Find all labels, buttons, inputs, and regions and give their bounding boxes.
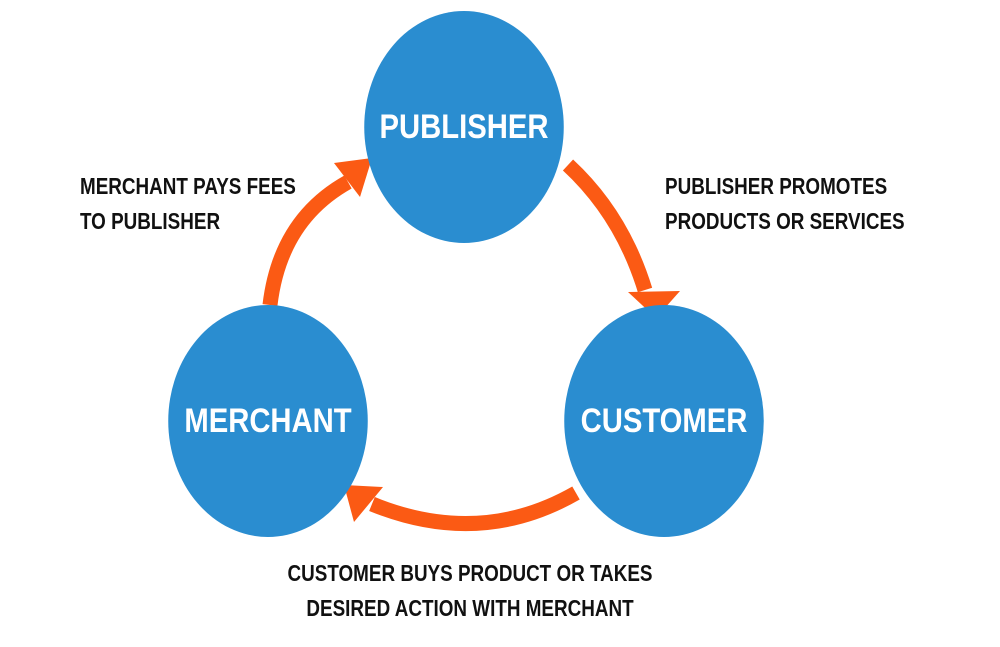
edge-label-line: PRODUCTS OR SERVICES: [665, 208, 905, 234]
edge-label-customer-buys: CUSTOMER BUYS PRODUCT OR TAKES DESIRED A…: [273, 556, 667, 626]
arrow-publisher-to-customer: [562, 159, 653, 293]
edge-label-publisher-promotes: PUBLISHER PROMOTES PRODUCTS OR SERVICES: [665, 169, 905, 239]
node-customer-label: CUSTOMER: [580, 401, 748, 440]
arrow-merchant-to-publisher: [262, 175, 352, 306]
node-publisher: PUBLISHER: [364, 11, 564, 243]
arrowhead-customer: [628, 291, 680, 318]
node-merchant-label: MERCHANT: [184, 401, 352, 440]
edge-label-line: DESIRED ACTION WITH MERCHANT: [306, 595, 634, 621]
arrow-customer-to-merchant: [369, 486, 580, 532]
edge-label-line: TO PUBLISHER: [80, 208, 221, 234]
edge-label-merchant-pays: MERCHANT PAYS FEES TO PUBLISHER: [80, 169, 296, 239]
node-publisher-label: PUBLISHER: [379, 107, 549, 146]
arrowhead-publisher: [334, 158, 372, 197]
edge-label-line: MERCHANT PAYS FEES: [80, 173, 296, 199]
edge-label-line: CUSTOMER BUYS PRODUCT OR TAKES: [287, 560, 653, 586]
node-customer: CUSTOMER: [564, 305, 764, 537]
edge-label-line: PUBLISHER PROMOTES: [665, 173, 888, 199]
node-merchant: MERCHANT: [168, 305, 368, 537]
arrowhead-merchant: [344, 485, 383, 522]
